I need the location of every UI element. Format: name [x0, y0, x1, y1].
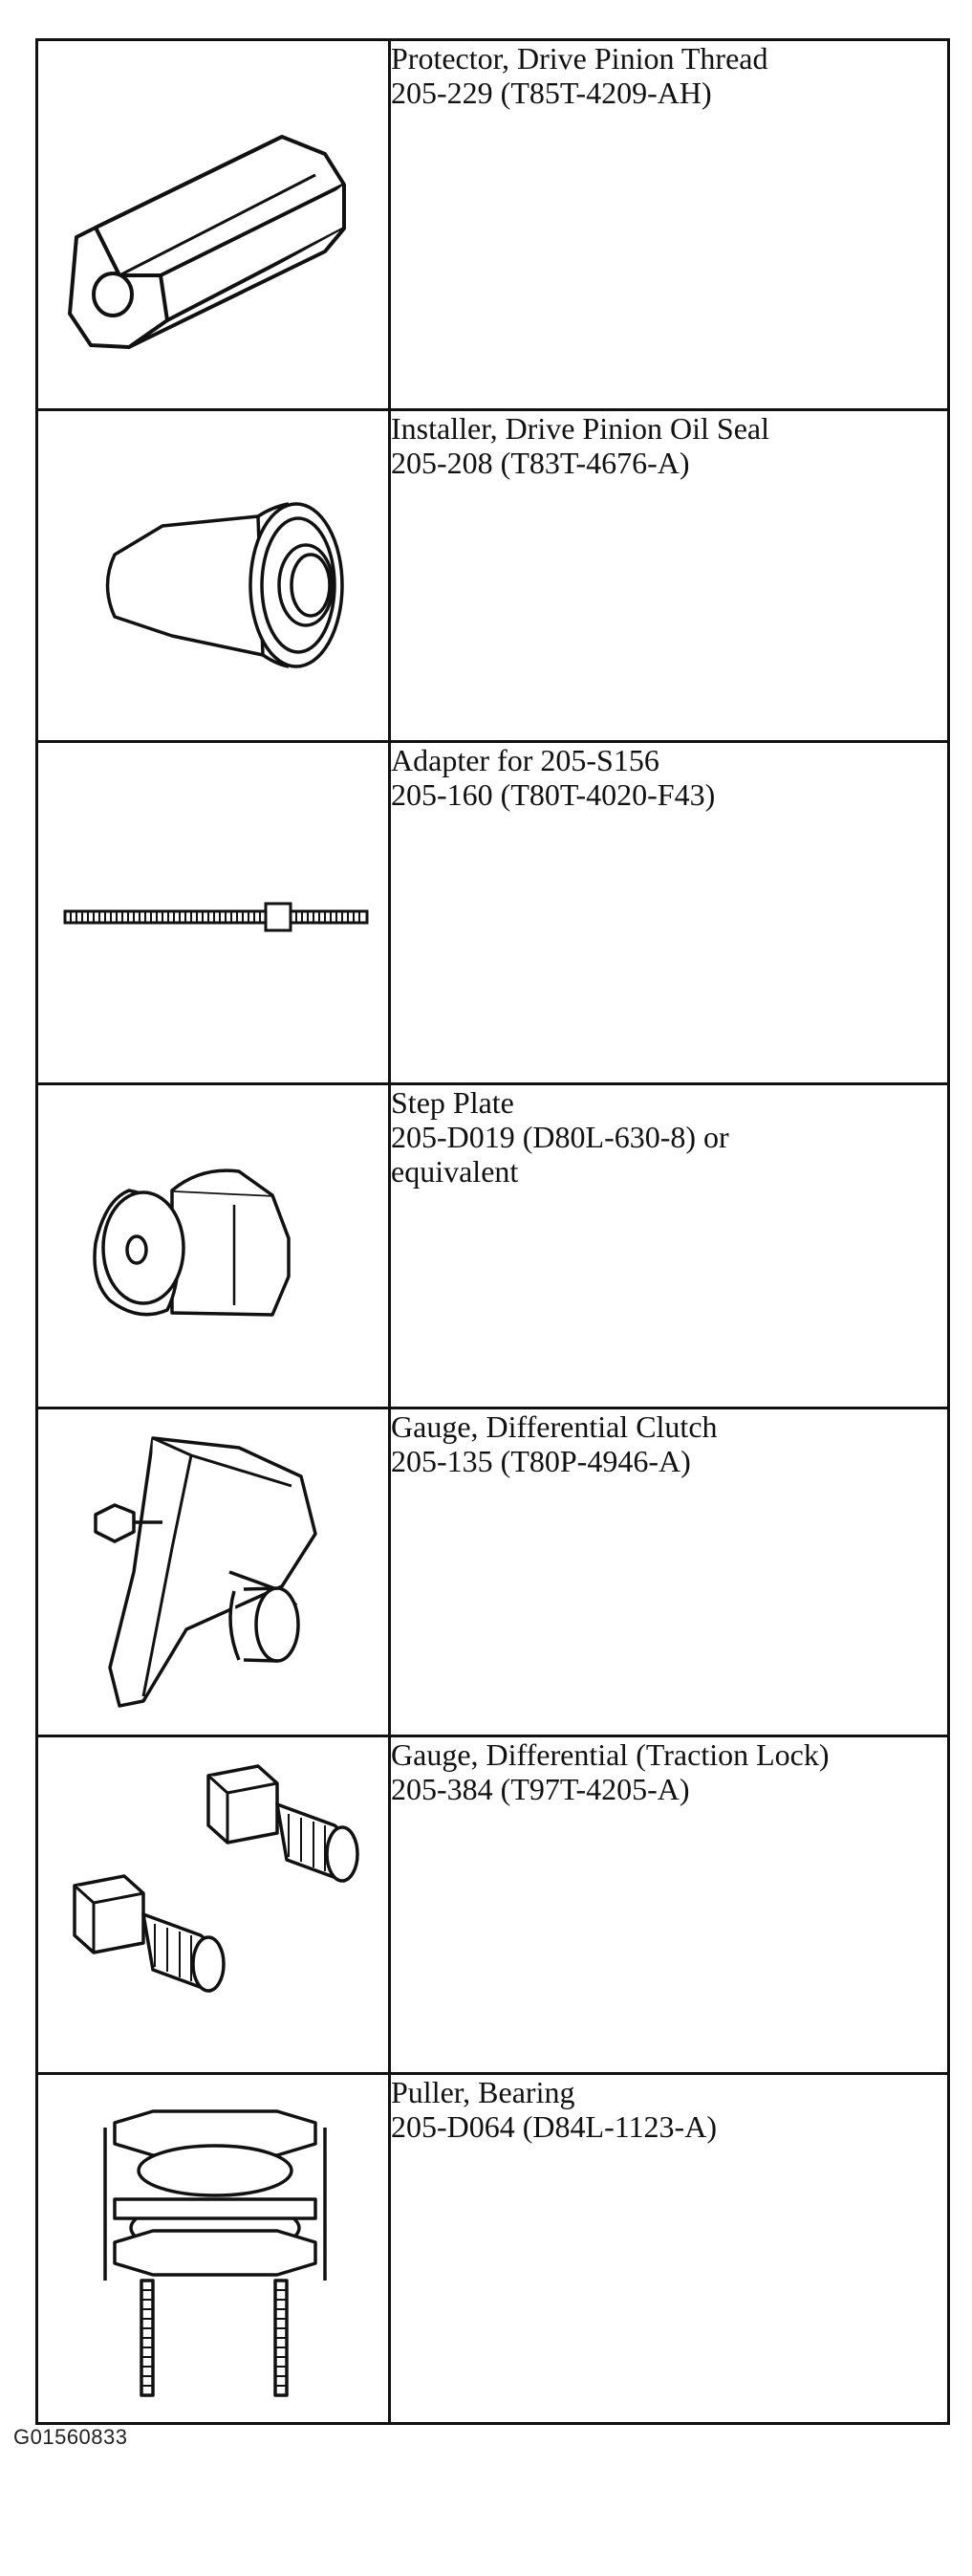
tool-name: Adapter for 205-S156 — [391, 743, 659, 777]
tool-name: Step Plate — [391, 1085, 514, 1120]
tool-description: Gauge, Differential Clutch 205-135 (T80P… — [388, 1407, 950, 1737]
tool-name: Gauge, Differential Clutch — [391, 1409, 718, 1444]
tool-description: Step Plate 205-D019 (D80L-630-8) or equi… — [388, 1082, 950, 1409]
traction-lock-gauge-icon — [38, 1737, 388, 2072]
tool-row: Adapter for 205-S156 205-160 (T80T-4020-… — [35, 740, 950, 1085]
tool-illustration-cell — [35, 1735, 391, 2075]
tool-part-number: 205-D019 (D80L-630-8) or — [391, 1120, 729, 1154]
bearing-puller-icon — [38, 2075, 388, 2422]
tool-row: Puller, Bearing 205-D064 (D84L-1123-A) — [35, 2072, 950, 2425]
tool-name: Protector, Drive Pinion Thread — [391, 41, 768, 76]
tool-part-number: 205-384 (T97T-4205-A) — [391, 1772, 690, 1806]
tool-name: Puller, Bearing — [391, 2075, 575, 2109]
tool-part-number: 205-229 (T85T-4209-AH) — [391, 76, 712, 110]
tool-illustration-cell — [35, 2072, 391, 2425]
step-plate-icon — [38, 1085, 388, 1407]
oil-seal-installer-icon — [38, 411, 388, 740]
tool-illustration-cell — [35, 408, 391, 743]
tool-description: Protector, Drive Pinion Thread 205-229 (… — [388, 38, 950, 411]
tool-illustration-cell — [35, 740, 391, 1085]
threaded-adapter-icon — [38, 743, 388, 1082]
tool-description: Adapter for 205-S156 205-160 (T80T-4020-… — [388, 740, 950, 1085]
tool-row: Step Plate 205-D019 (D80L-630-8) or equi… — [35, 1082, 950, 1409]
thread-protector-icon — [38, 41, 388, 408]
tool-part-number: 205-160 (T80T-4020-F43) — [391, 777, 716, 812]
tool-illustration-cell — [35, 38, 391, 411]
tool-description: Installer, Drive Pinion Oil Seal 205-208… — [388, 408, 950, 743]
figure-id: G01560833 — [13, 2425, 128, 2449]
tool-note: equivalent — [391, 1154, 519, 1189]
tool-part-number: 205-135 (T80P-4946-A) — [391, 1444, 691, 1478]
tool-row: Installer, Drive Pinion Oil Seal 205-208… — [35, 408, 950, 743]
tool-part-number: 205-D064 (D84L-1123-A) — [391, 2109, 717, 2144]
tool-row: Gauge, Differential Clutch 205-135 (T80P… — [35, 1407, 950, 1737]
tool-part-number: 205-208 (T83T-4676-A) — [391, 446, 690, 480]
clutch-gauge-icon — [38, 1409, 388, 1735]
special-tools-table: Protector, Drive Pinion Thread 205-229 (… — [35, 38, 950, 2425]
tool-name: Installer, Drive Pinion Oil Seal — [391, 411, 769, 446]
special-tools-sheet: Protector, Drive Pinion Thread 205-229 (… — [35, 38, 950, 2425]
tool-row: Protector, Drive Pinion Thread 205-229 (… — [35, 38, 950, 411]
tool-row: Gauge, Differential (Traction Lock) 205-… — [35, 1735, 950, 2075]
tool-name: Gauge, Differential (Traction Lock) — [391, 1737, 830, 1772]
tool-illustration-cell — [35, 1407, 391, 1737]
tool-description: Puller, Bearing 205-D064 (D84L-1123-A) — [388, 2072, 950, 2425]
tool-illustration-cell — [35, 1082, 391, 1409]
tool-description: Gauge, Differential (Traction Lock) 205-… — [388, 1735, 950, 2075]
